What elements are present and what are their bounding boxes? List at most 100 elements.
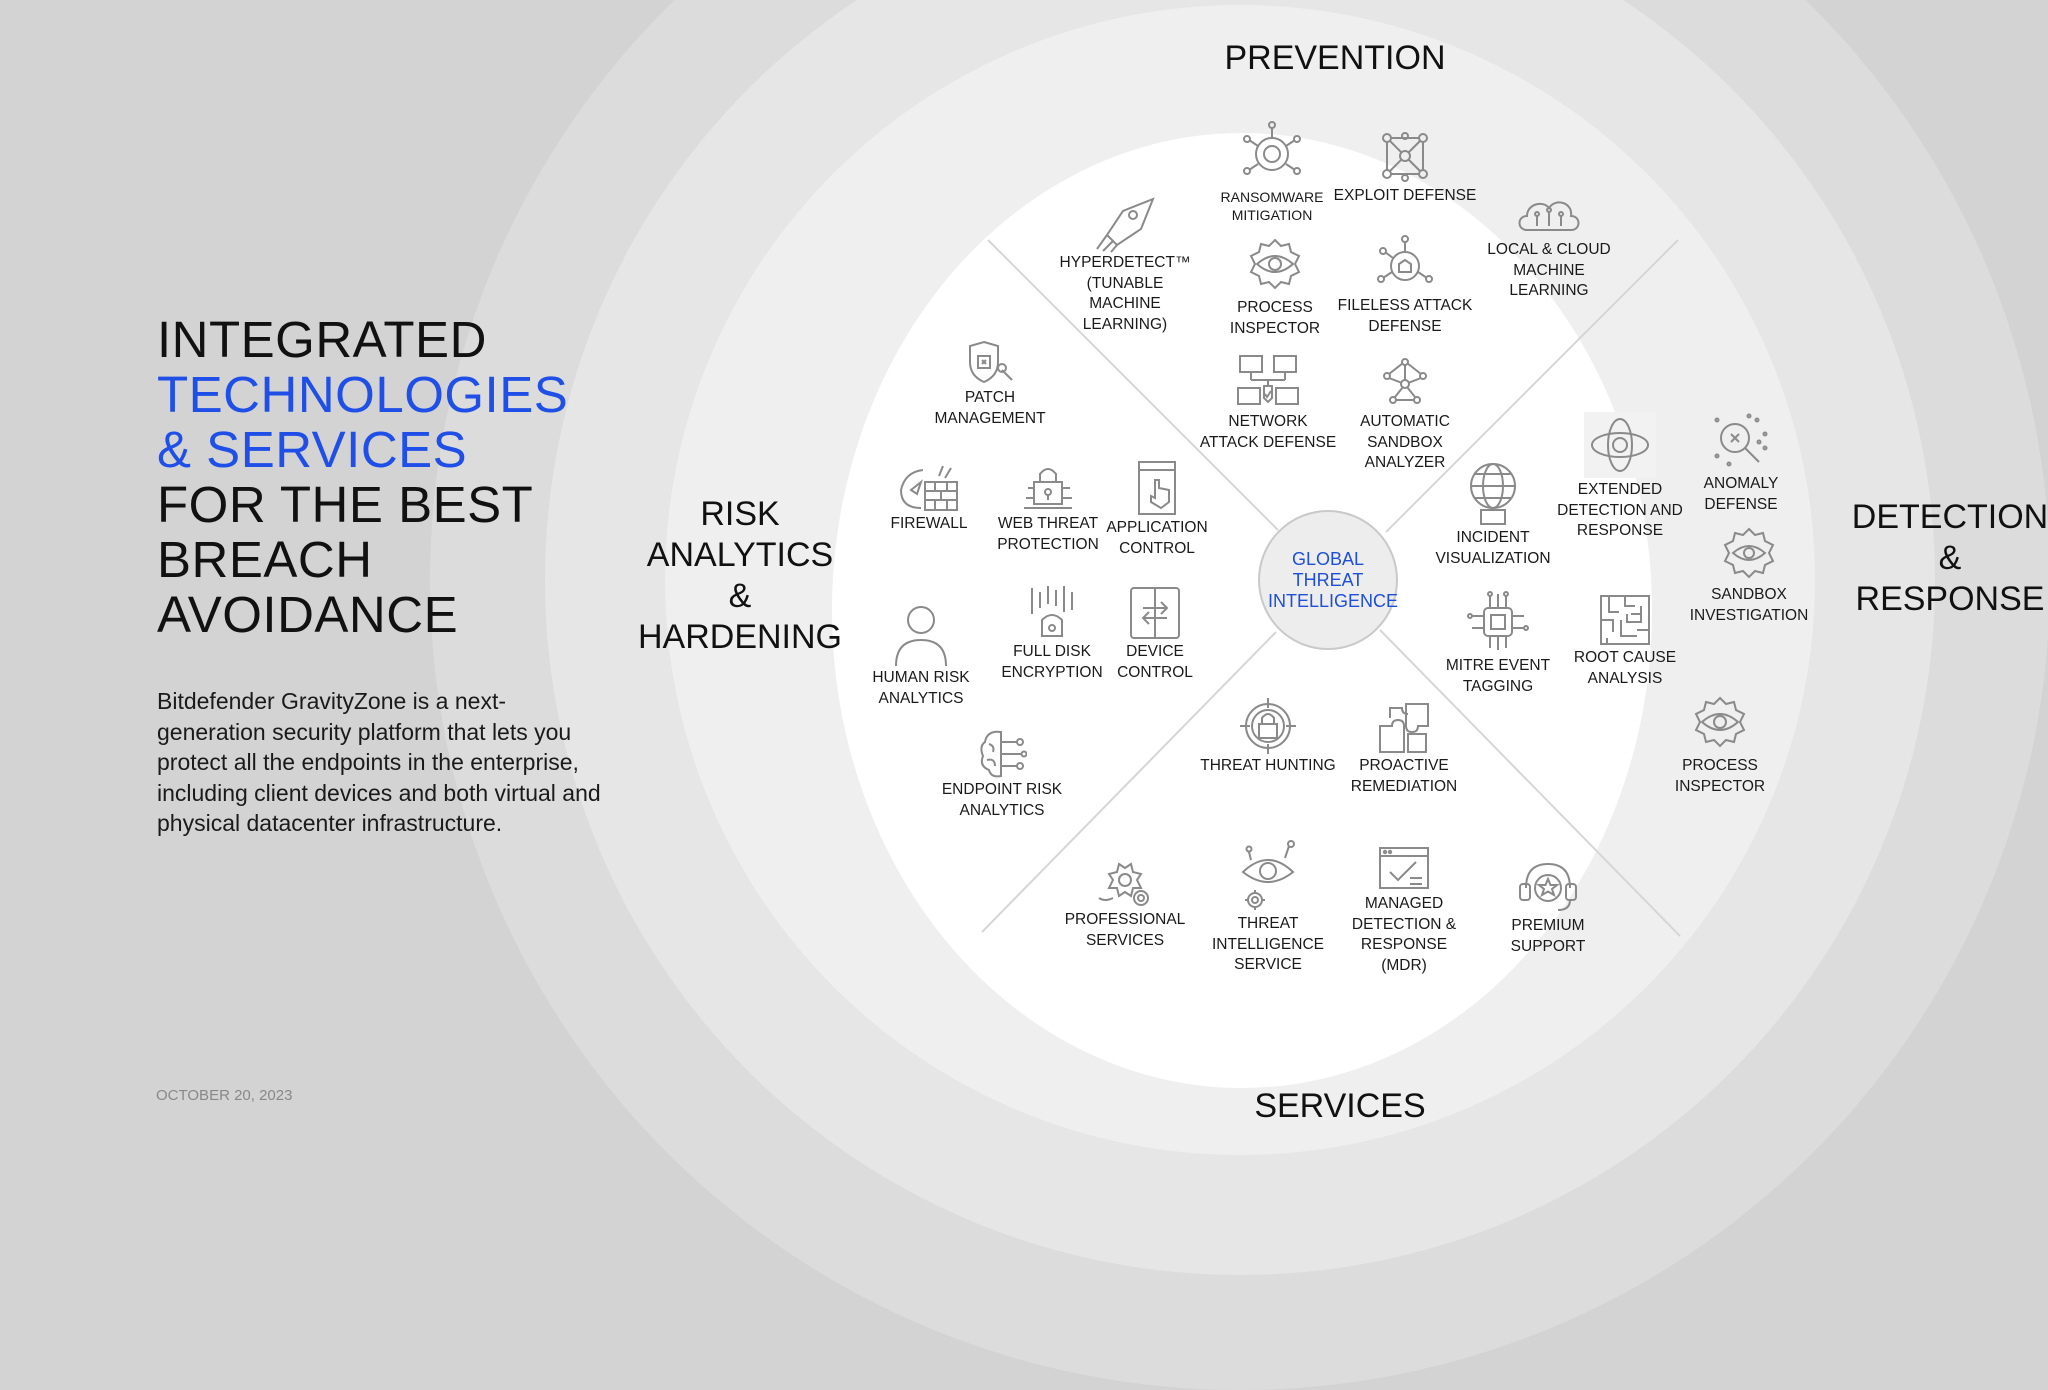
page-title: INTEGRATED TECHNOLOGIES & SERVICES FOR T… [157, 312, 568, 642]
title-line-2: TECHNOLOGIES [157, 366, 569, 423]
item-label: FIREWALL [890, 515, 968, 532]
quadrant-dividers [981, 239, 1681, 937]
item-label: MITRE EVENT TAGGING [1445, 657, 1551, 695]
item-label: EXTENDED DETECTION AND RESPONSE [1557, 481, 1683, 539]
item-incident-visualization: INCIDENT VISUALIZATION [1418, 458, 1568, 569]
item-threat-intelligence-service: THREAT INTELLIGENCE SERVICE [1193, 838, 1343, 976]
item-label: RANSOMWARE MITIGATION [1220, 189, 1324, 223]
checklist-icon [1379, 847, 1429, 889]
item-label: HYPERDETECT™ (TUNABLE MACHINE LEARNING) [1059, 254, 1191, 333]
network-icon [1237, 355, 1299, 405]
item-label: PROCESS INSPECTOR [1229, 299, 1321, 337]
divider-top-right [1385, 239, 1679, 533]
item-label: LOCAL & CLOUD MACHINE LEARNING [1487, 241, 1611, 299]
item-proactive-remediation: PROACTIVE REMEDIATION [1329, 700, 1479, 797]
item-label: ROOT CAUSE ANALYSIS [1573, 649, 1677, 687]
item-exploit-defense: EXPLOIT DEFENSE [1330, 128, 1480, 207]
item-device-control: DEVICE CONTROL [1080, 584, 1230, 683]
item-label: APPLICATION CONTROL [1106, 519, 1208, 557]
item-professional-services: PROFESSIONAL SERVICES [1050, 858, 1200, 951]
item-automatic-sandbox-analyzer: AUTOMATIC SANDBOX ANALYZER [1330, 356, 1480, 474]
eye-network-icon [1241, 840, 1295, 910]
item-managed-detection-response: MANAGED DETECTION & RESPONSE (MDR) [1329, 844, 1479, 976]
center-label: GLOBAL THREAT INTELLIGENCE [1268, 548, 1399, 611]
section-services: SERVICES [1254, 1087, 1426, 1125]
item-label: INCIDENT VISUALIZATION [1435, 529, 1551, 567]
sandbox-eye-icon [1723, 527, 1775, 579]
item-label: ENDPOINT RISK ANALYTICS [941, 781, 1063, 819]
item-anomaly-defense: ANOMALY DEFENSE [1666, 412, 1816, 515]
divider-top-left [987, 239, 1279, 531]
title-line-6: AVOIDANCE [157, 586, 459, 643]
encryption-icon [1031, 586, 1073, 637]
item-local-cloud-ml: LOCAL & CLOUD MACHINE LEARNING [1474, 192, 1624, 302]
item-fileless-attack-defense: FILELESS ATTACK DEFENSE [1330, 232, 1480, 337]
item-label: PATCH MANAGEMENT [934, 389, 1046, 427]
item-label: MANAGED DETECTION & RESPONSE (MDR) [1351, 895, 1457, 974]
item-label: PREMIUM SUPPORT [1510, 917, 1586, 955]
item-label: HUMAN RISK ANALYTICS [872, 669, 970, 707]
item-label: AUTOMATIC SANDBOX ANALYZER [1360, 413, 1450, 471]
item-premium-support: PREMIUM SUPPORT [1473, 856, 1623, 957]
date-label: OCTOBER 20, 2023 [156, 1087, 293, 1104]
item-label: ANOMALY DEFENSE [1703, 475, 1779, 513]
item-patch-management: PATCH MANAGEMENT [915, 338, 1065, 429]
item-label: WEB THREAT PROTECTION [997, 515, 1099, 553]
item-label: PROFESSIONAL SERVICES [1064, 911, 1186, 949]
item-root-cause-analysis: ROOT CAUSE ANALYSIS [1550, 592, 1700, 689]
exploit-icon [1382, 132, 1428, 182]
section-prevention: PREVENTION [1224, 39, 1446, 77]
section-risk-analytics: RISK ANALYTICS & HARDENING [637, 495, 843, 656]
title-line-5: BREACH [157, 531, 373, 588]
item-process-inspector-detection: PROCESS INSPECTOR [1645, 694, 1795, 797]
headset-star-icon [1519, 862, 1577, 911]
item-firewall: FIREWALL [854, 460, 1004, 535]
title-line-3: & SERVICES [157, 421, 468, 478]
item-threat-hunting: THREAT HUNTING [1193, 696, 1343, 777]
eye-gear-icon [1249, 238, 1301, 290]
puzzle-icon [1379, 703, 1429, 753]
sandbox-icon [1383, 358, 1427, 404]
item-label: EXPLOIT DEFENSE [1333, 187, 1477, 204]
rocket-icon [1096, 197, 1155, 253]
item-label: FULL DISK ENCRYPTION [1001, 643, 1103, 681]
item-mitre-event-tagging: MITRE EVENT TAGGING [1423, 590, 1573, 697]
item-ransomware-mitigation: RANSOMWARE MITIGATION [1197, 118, 1347, 224]
divider-bottom-left [981, 631, 1277, 933]
firewall-icon [899, 465, 958, 511]
eye-gear-icon [1694, 696, 1746, 748]
anomaly-icon [1714, 413, 1768, 467]
item-sandbox-investigation: SANDBOX INVESTIGATION [1674, 525, 1824, 626]
person-icon [895, 606, 947, 667]
gears-icon [1098, 862, 1149, 906]
item-application-control: APPLICATION CONTROL [1082, 458, 1232, 559]
item-process-inspector-prevention: PROCESS INSPECTOR [1200, 236, 1350, 339]
title-line-4: FOR THE BEST [157, 476, 534, 533]
item-network-attack-defense: NETWORK ATTACK DEFENSE [1193, 352, 1343, 453]
item-label: THREAT INTELLIGENCE SERVICE [1212, 915, 1324, 973]
section-detection-response: DETECTION & RESPONSE [1851, 498, 2048, 618]
item-label: PROACTIVE REMEDIATION [1350, 757, 1458, 795]
description-text: Bitdefender GravityZone is a next-genera… [157, 688, 601, 836]
item-web-threat-protection: WEB THREAT PROTECTION [973, 462, 1123, 555]
item-label: NETWORK ATTACK DEFENSE [1199, 413, 1337, 451]
global-threat-intelligence-hub: GLOBAL THREAT INTELLIGENCE [1258, 510, 1398, 650]
item-label: PROCESS INSPECTOR [1674, 757, 1766, 795]
patch-shield-icon [969, 340, 1013, 384]
item-label: DEVICE CONTROL [1117, 643, 1193, 681]
chip-icon [1467, 591, 1529, 650]
item-full-disk-encryption: FULL DISK ENCRYPTION [977, 584, 1127, 683]
diagram-circle [832, 133, 1652, 1088]
divider-bottom-right [1379, 629, 1681, 937]
item-hyperdetect: HYPERDETECT™ (TUNABLE MACHINE LEARNING) [1050, 195, 1200, 335]
app-control-icon [1138, 461, 1176, 515]
web-lock-icon [1024, 468, 1072, 509]
brain-icon [980, 730, 1027, 778]
crosshair-lock-icon [1240, 698, 1296, 754]
item-endpoint-risk-analytics: ENDPOINT RISK ANALYTICS [927, 728, 1077, 821]
cloud-ml-icon [1518, 201, 1580, 231]
item-extended-detection-response: EXTENDED DETECTION AND RESPONSE [1545, 410, 1695, 542]
maze-icon [1600, 595, 1650, 645]
fileless-icon [1377, 235, 1433, 283]
item-label: THREAT HUNTING [1200, 757, 1336, 774]
